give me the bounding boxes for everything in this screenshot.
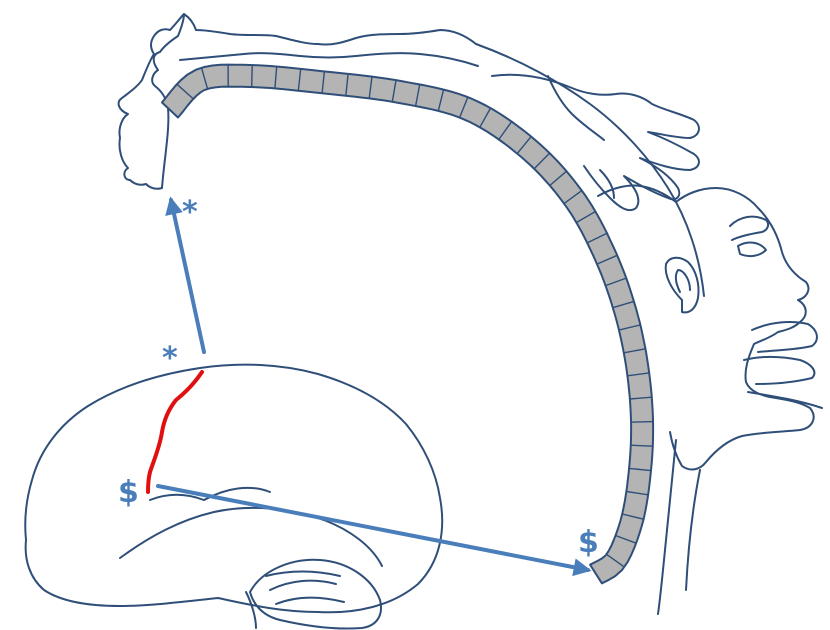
eye-outline xyxy=(738,243,766,257)
neck-outline xyxy=(658,440,676,614)
target-star-marker: * xyxy=(182,195,198,230)
cerebellum-outline xyxy=(250,560,381,629)
ear-outline xyxy=(666,258,699,313)
brain-temporal-line xyxy=(120,508,382,566)
cerebellum-folds xyxy=(266,572,344,605)
arrow-cortex-to-strip xyxy=(158,486,588,570)
central-sulcus xyxy=(148,372,202,492)
trunk-outline xyxy=(476,44,704,296)
motor-strip xyxy=(162,65,653,584)
cortex-dollar-marker: $ xyxy=(118,475,139,510)
throat-outline xyxy=(686,470,700,590)
brain-sylvian-line xyxy=(150,495,204,500)
motor-strip-segments xyxy=(177,65,653,567)
strip-segment-divider xyxy=(252,65,253,87)
ear-inner-outline xyxy=(676,270,690,292)
strip-segment-divider xyxy=(631,445,653,446)
upper-lip-outline xyxy=(752,322,817,352)
eyebrow-outline xyxy=(730,217,768,240)
cortex-star-marker: * xyxy=(162,341,178,376)
strip-segment-divider xyxy=(631,422,653,423)
mouth-outline xyxy=(744,357,814,384)
target-dollar-marker: $ xyxy=(578,525,599,560)
